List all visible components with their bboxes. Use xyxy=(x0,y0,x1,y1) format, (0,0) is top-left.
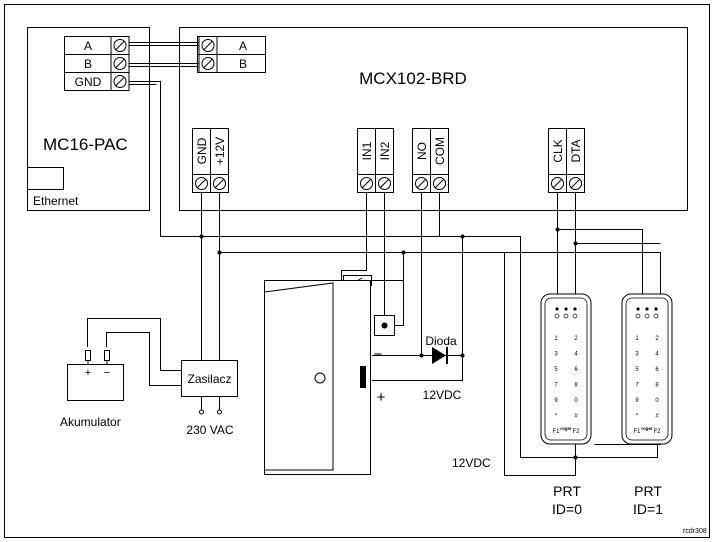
reader-key: 8 xyxy=(574,383,578,389)
reader-key: * xyxy=(555,414,558,420)
reader-key: 1 xyxy=(635,336,639,342)
reader-key: 2 xyxy=(655,336,659,342)
reader-voltage-label: 12VDC xyxy=(452,456,491,470)
reader-led xyxy=(645,307,649,311)
reader-key: F2 xyxy=(572,429,580,435)
reader-key: F2 xyxy=(653,429,661,435)
lock-voltage-label: 12VDC xyxy=(423,388,462,402)
reader-key: 4 xyxy=(655,352,659,358)
terminal-gnd: GND xyxy=(195,137,209,164)
lock-minus-label: − xyxy=(374,346,383,363)
mcx102-title: MCX102-BRD xyxy=(359,69,467,88)
terminal-in2: IN2 xyxy=(378,141,392,160)
reader-key: 2 xyxy=(574,336,578,342)
power-supply: Zasilacz xyxy=(181,360,238,415)
mc16-terminal-gnd: GND xyxy=(75,75,102,89)
reader-key: 9 xyxy=(635,398,639,404)
reader-face xyxy=(544,297,588,441)
reader-indicator-icon xyxy=(635,313,641,319)
terminal-12v: +12V xyxy=(213,137,227,165)
reader-key: F1 xyxy=(633,429,641,435)
reader1-id: ID=1 xyxy=(633,501,663,517)
reader-key: 7 xyxy=(635,383,639,389)
reader-key: 8 xyxy=(655,383,659,389)
door xyxy=(264,280,371,475)
reader-key: 4 xyxy=(574,352,578,358)
reader-key: 3 xyxy=(554,352,558,358)
mc16-terminal-a: A xyxy=(84,39,92,53)
ethernet-label: Ethernet xyxy=(33,194,79,208)
mc16-title: MC16-PAC xyxy=(43,135,128,154)
reader-brand: roger xyxy=(641,426,653,431)
terminal-clk: CLK xyxy=(551,139,565,162)
reader-indicator-icon xyxy=(554,313,560,319)
reader0-id: ID=0 xyxy=(552,501,582,517)
reader-indicator-icon xyxy=(572,313,578,319)
reader-key: 6 xyxy=(655,367,659,373)
reader-led xyxy=(555,307,559,311)
lock-plus-label: + xyxy=(377,389,386,406)
diode-symbol xyxy=(432,347,446,364)
terminal-in1: IN1 xyxy=(360,141,374,160)
reader-key: 7 xyxy=(554,383,558,389)
reader0-type: PRT xyxy=(553,483,581,499)
reader-brand: roger xyxy=(560,426,572,431)
diode-label: Dioda xyxy=(425,334,457,348)
reader-led xyxy=(573,307,577,311)
mcx-terminal-b: B xyxy=(239,57,247,71)
psu-label: Zasilacz xyxy=(187,372,231,386)
watermark: rcdr308 xyxy=(683,528,707,535)
reader-key: # xyxy=(574,414,578,420)
mcx-terminal-a: A xyxy=(239,39,247,53)
mc16-pac-controller: A B GND MC16-PAC Ethernet xyxy=(27,27,150,211)
battery-label: Akumulator xyxy=(60,415,121,429)
electric-strike xyxy=(360,366,366,388)
reader-key: # xyxy=(655,414,659,420)
ethernet-port xyxy=(27,167,64,190)
reader-indicator-icon xyxy=(644,313,650,319)
mc16-terminal-b: B xyxy=(84,57,92,71)
reader-indicator-icon xyxy=(653,313,659,319)
reader-led xyxy=(564,307,568,311)
reader-indicator-icon xyxy=(563,313,569,319)
reader-key: 0 xyxy=(655,398,659,404)
reader-led xyxy=(654,307,658,311)
reader-key: 9 xyxy=(554,398,558,404)
reader-face xyxy=(625,297,669,441)
mcx102-brd-expander: A B MCX102-BRD GND +12V IN1 IN2 NO COM C… xyxy=(179,27,688,211)
reader-key: F1 xyxy=(552,429,560,435)
reader-led xyxy=(636,307,640,311)
reader-key: 6 xyxy=(574,367,578,373)
battery: + − xyxy=(67,350,124,401)
terminal-dta: DTA xyxy=(569,139,583,162)
terminal-no: NO xyxy=(415,142,429,160)
battery-plus: + xyxy=(85,367,91,379)
mains-label: 230 VAC xyxy=(186,423,233,437)
battery-minus: − xyxy=(104,367,110,379)
reader-key: 5 xyxy=(635,367,639,373)
diagram-frame xyxy=(4,4,710,538)
reader-key: 5 xyxy=(554,367,558,373)
reader-key: 0 xyxy=(574,398,578,404)
reader-key: * xyxy=(636,414,639,420)
terminal-com: COM xyxy=(433,137,447,165)
reader1-type: PRT xyxy=(634,483,662,499)
reader-key: 3 xyxy=(635,352,639,358)
reader-key: 1 xyxy=(554,336,558,342)
